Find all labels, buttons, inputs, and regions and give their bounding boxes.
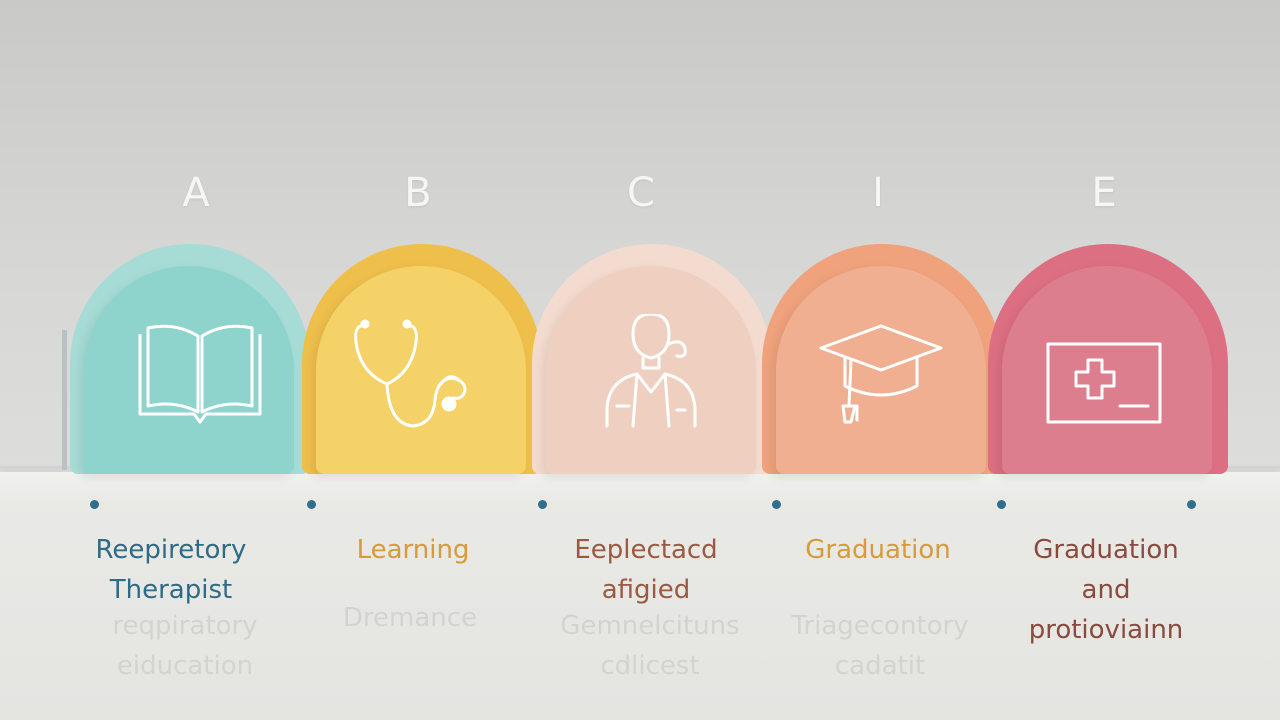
step-title-e: Graduation and protioviainn [1001,530,1211,650]
step-card-b [302,244,542,474]
step-title-line: afigied [601,575,691,605]
step-sub-line: Triagecontory [791,611,969,641]
step-letter-e: E [1091,170,1117,216]
step-letter-c: C [627,170,655,216]
step-letter-i: I [872,170,884,216]
step-title-line: Eeplectacd [574,535,718,565]
step-title-line: Learning [356,535,470,565]
step-sub-c: Gemnelcituns cdlicest [545,606,755,686]
timeline-dot [1187,500,1196,509]
step-title-b: Learning [308,530,518,570]
step-title-line: Reepiretory [95,535,247,565]
step-sub-line: reqpiratory [112,611,258,641]
graduation-cap-icon [811,314,951,434]
step-sub-b: Dremance [305,598,515,638]
step-card-e [988,244,1228,474]
stethoscope-icon [351,314,491,434]
step-sub-i: Triagecontory cadatit [775,606,985,686]
book-icon [130,314,270,434]
step-title-i: Graduation [773,530,983,570]
timeline-dot [772,500,781,509]
medical-cross-icon [1040,314,1180,434]
timeline-dot [997,500,1006,509]
step-title-a: Reepiretory Therapist [66,530,276,610]
step-letter-a: A [182,170,210,216]
step-sub-line: eiducation [116,651,254,681]
step-sub-line: cdlicest [600,651,700,681]
step-sub-line: Dremance [342,603,478,633]
step-sub-line: Gemnelcituns [560,611,740,641]
step-title-line: Therapist [109,575,233,605]
timeline-dot [538,500,547,509]
timeline-dot [90,500,99,509]
step-letter-b: B [404,170,432,216]
step-title-line: protioviainn [1028,615,1184,645]
step-title-line: and [1081,575,1131,605]
step-title-c: Eeplectacd afigied [541,530,751,610]
step-card-c [532,244,772,474]
step-card-i [762,244,1002,474]
step-title-line: Graduation [1033,535,1179,565]
shelf [0,472,1280,720]
left-post [62,330,67,470]
person-icon [581,312,721,434]
timeline-dot [307,500,316,509]
step-sub-a: reqpiratory eiducation [80,606,290,686]
step-title-line: Graduation [805,535,951,565]
step-sub-line: cadatit [834,651,926,681]
step-card-a [70,244,310,474]
